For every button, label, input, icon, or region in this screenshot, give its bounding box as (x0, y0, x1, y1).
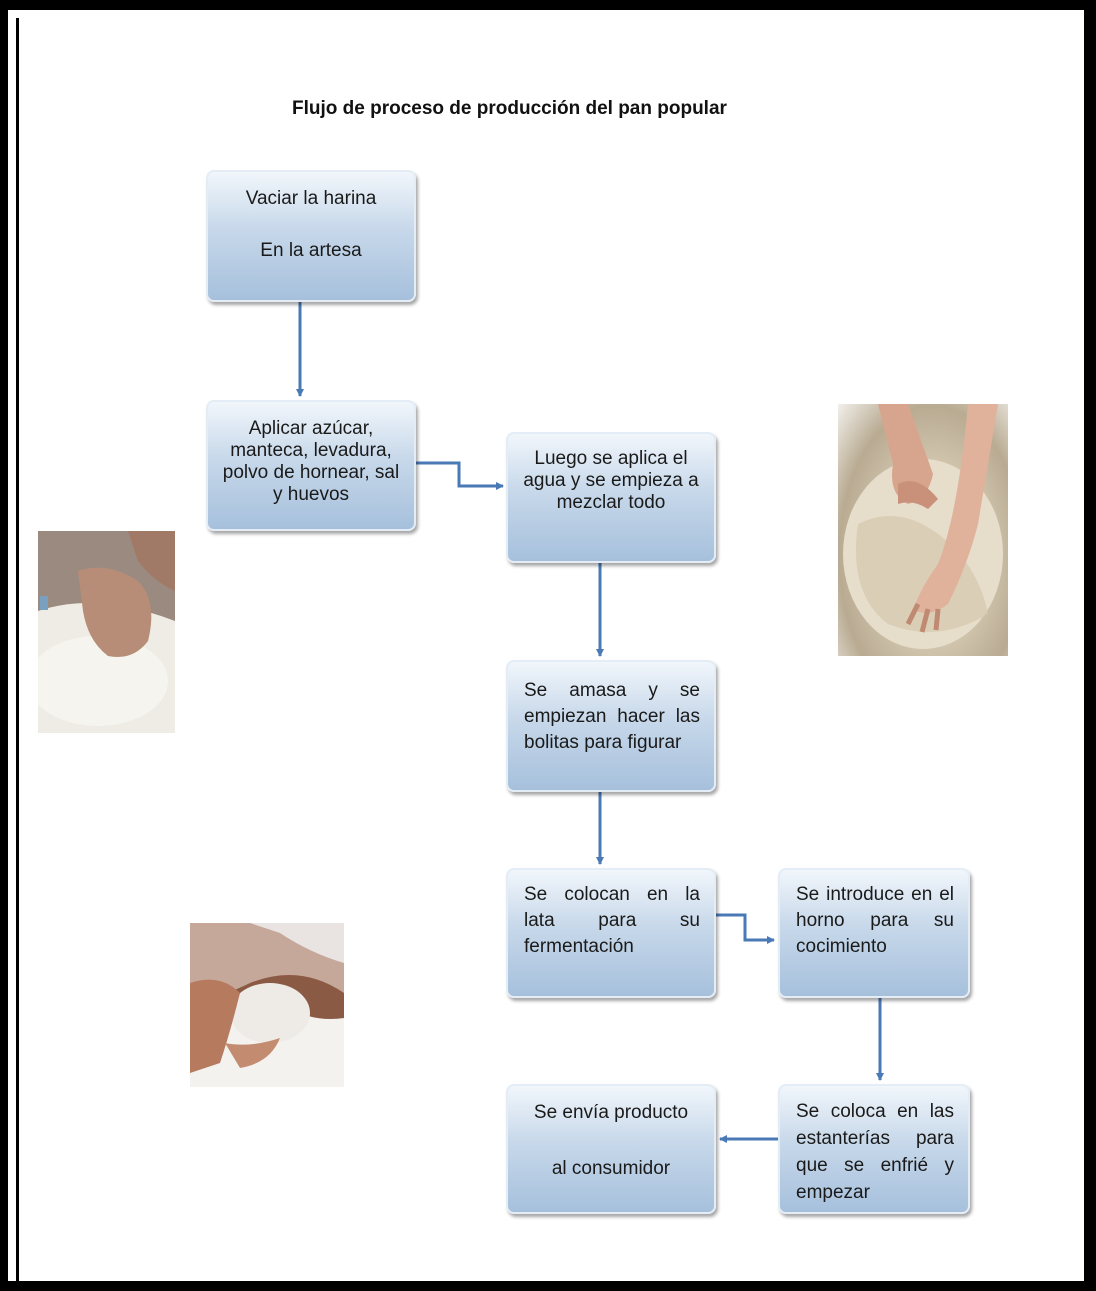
step-horno: Se introduce en el horno para su cocimie… (778, 868, 970, 998)
step-text: Aplicar azúcar, manteca, levadura, polvo… (222, 418, 400, 505)
step-text-line2: al consumidor (551, 1158, 671, 1179)
step-text: Se colocan en la lata para su fermentaci… (524, 884, 700, 957)
step-enfriar: Se coloca en las estanterías para que se… (778, 1084, 970, 1214)
arrow-b2-b3 (416, 461, 504, 490)
step-text-line2: En la artesa (260, 240, 362, 261)
step-vaciar-harina: Vaciar la harina En la artesa (206, 170, 416, 302)
photo-hands-flour (38, 531, 175, 733)
step-aplicar-ingredientes: Aplicar azúcar, manteca, levadura, polvo… (206, 400, 416, 531)
step-text: Luego se aplica el agua y se empieza a m… (523, 448, 699, 513)
step-amasar: Se amasa y se empiezan hacer las bolitas… (506, 660, 716, 792)
step-aplicar-agua: Luego se aplica el agua y se empieza a m… (506, 432, 716, 563)
photo-dough-ball (190, 923, 344, 1087)
step-text-line1: Vaciar la harina (245, 188, 377, 209)
step-text: Se amasa y se empiezan hacer las bolitas… (524, 680, 700, 753)
step-text: Se coloca en las estanterías para que se… (796, 1101, 954, 1203)
photo-kneading-bowl (838, 404, 1008, 656)
frame-border (16, 18, 1089, 1283)
step-text: Se introduce en el horno para su cocimie… (796, 884, 954, 957)
step-enviar-consumidor: Se envía producto al consumidor (506, 1084, 716, 1214)
step-text-line1: Se envía producto (533, 1102, 689, 1123)
arrow-b5-b6 (716, 913, 775, 944)
step-fermentacion: Se colocan en la lata para su fermentaci… (506, 868, 716, 998)
diagram-title: Flujo de proceso de producción del pan p… (292, 98, 727, 119)
